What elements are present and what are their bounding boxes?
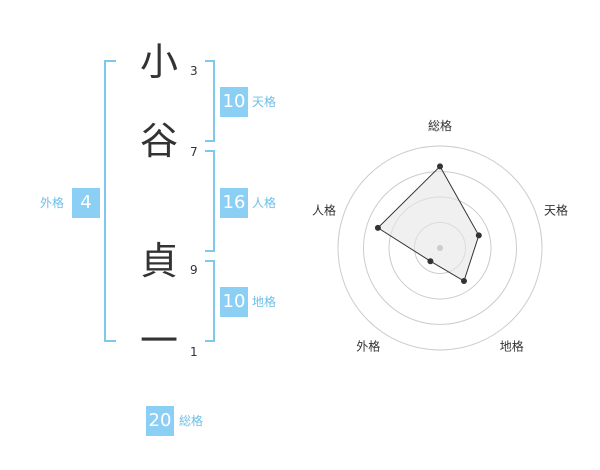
chikaku-label: 地格 [252, 295, 277, 309]
stroke-count-1: 3 [190, 64, 198, 78]
soukaku-badge: 20 [146, 406, 174, 436]
radar-data-area [377, 165, 480, 282]
radar-point [460, 278, 467, 285]
radar-axis-label: 地格 [500, 339, 524, 354]
stroke-count-4: 1 [190, 345, 198, 359]
name-char-1: 小 [139, 40, 178, 84]
gaikaku-label: 外格 [40, 196, 65, 210]
radar-point [427, 258, 434, 265]
radar-axis-label: 総格 [428, 118, 452, 133]
tenkaku-bracket [205, 60, 215, 142]
stroke-count-2: 7 [190, 145, 198, 159]
jinkaku-bracket [205, 150, 215, 252]
soukaku-label: 総格 [179, 414, 204, 428]
radar-point [374, 224, 381, 231]
jinkaku-badge: 16 [220, 188, 248, 218]
name-char-4: 一 [139, 319, 178, 363]
name-char-3: 貞 [139, 239, 178, 283]
stroke-count-3: 9 [190, 263, 198, 277]
radar-axis-label: 天格 [544, 202, 568, 217]
radar-point [475, 232, 482, 239]
name-char-2: 谷 [139, 119, 178, 163]
gaikaku-bracket [104, 60, 116, 342]
chikaku-badge: 10 [220, 287, 248, 317]
radar-center-dot [437, 245, 443, 251]
radar-ring [337, 145, 543, 351]
radar-data-points [374, 163, 482, 285]
chikaku-bracket [205, 260, 215, 342]
radar-axis-label: 人格 [312, 202, 336, 217]
radar-point [437, 163, 443, 170]
gaikaku-badge: 4 [72, 188, 100, 218]
tenkaku-label: 天格 [252, 95, 277, 109]
jinkaku-label: 人格 [252, 196, 277, 210]
radar-axis-label: 外格 [356, 339, 380, 354]
tenkaku-badge: 10 [220, 87, 248, 117]
